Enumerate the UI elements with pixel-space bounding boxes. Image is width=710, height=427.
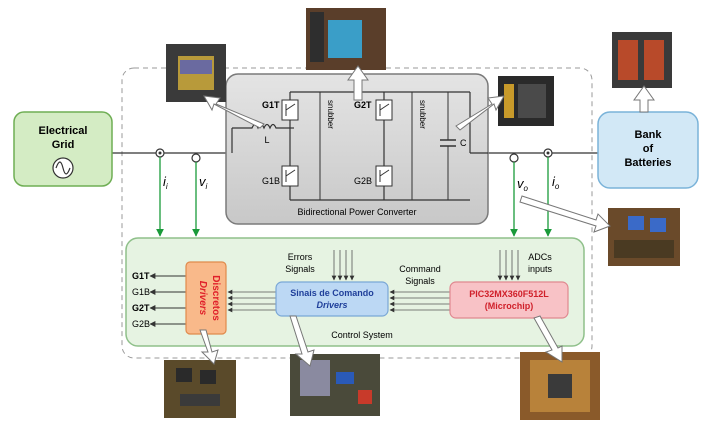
svg-text:io: io bbox=[552, 174, 560, 191]
sinais-label-1: Sinais de Comando bbox=[290, 288, 374, 298]
sensor-vo: vo bbox=[509, 153, 529, 237]
adcs-inputs-2: inputs bbox=[528, 264, 553, 274]
errors-signal-arrows bbox=[331, 250, 355, 281]
drivers-label-2: Discretos bbox=[210, 275, 221, 321]
sinais-label-2: Drivers bbox=[316, 300, 347, 310]
photo-transformer bbox=[166, 44, 226, 102]
gate-label-g2t: G2T bbox=[132, 303, 150, 313]
sinais-comando-box: Sinais de Comando Drivers bbox=[275, 281, 389, 317]
svg-text:ii: ii bbox=[163, 174, 168, 191]
photo-igbt-board bbox=[306, 8, 386, 70]
sensor-vi-sym: v bbox=[199, 174, 207, 189]
control-caption: Control System bbox=[331, 330, 393, 340]
svg-text:vo: vo bbox=[517, 176, 529, 193]
photo-batteries bbox=[612, 32, 672, 88]
battery-label-1: Bank bbox=[635, 129, 663, 141]
sensor-vo-sym: v bbox=[517, 176, 525, 191]
drivers-label-1: Drivers bbox=[197, 281, 208, 316]
battery-bank-block: Bank of Batteries bbox=[597, 111, 699, 189]
sine-wave-icon bbox=[55, 161, 71, 175]
gate-label-g1b: G1B bbox=[132, 287, 150, 297]
converter-caption: Bidirectional Power Converter bbox=[297, 207, 416, 217]
gate-label-list: G1T G1B G2T G2B bbox=[132, 271, 186, 329]
sensor-vo-sub: o bbox=[524, 184, 529, 193]
photo-sensor-board bbox=[608, 208, 680, 266]
battery-label-2: of bbox=[643, 143, 654, 155]
pic-label-2: (Microchip) bbox=[485, 301, 534, 311]
photo-capacitor-board bbox=[498, 76, 554, 126]
photo-pic-board bbox=[520, 352, 600, 420]
grid-label-2: Grid bbox=[52, 139, 75, 151]
drivers-discretos-box: Drivers Discretos bbox=[185, 261, 227, 335]
command-signals-1: Command bbox=[399, 264, 441, 274]
igbt-g2b bbox=[375, 165, 393, 187]
svg-text:vi: vi bbox=[199, 174, 208, 191]
switch-g2b-label: G2B bbox=[354, 176, 372, 186]
inductor-label: L bbox=[264, 135, 269, 145]
gate-label-g2b: G2B bbox=[132, 319, 150, 329]
sensor-io-sub: o bbox=[555, 182, 560, 191]
sensor-io: io bbox=[543, 148, 560, 237]
command-signals-2: Signals bbox=[405, 276, 435, 286]
sensor-ii-sub: i bbox=[166, 182, 168, 191]
pic-microcontroller-box: PIC32MX360F512L (Microchip) bbox=[449, 281, 569, 319]
switch-g1t-label: G1T bbox=[262, 100, 280, 110]
control-system-block: Control System G1T G1B G2T G2B Drivers D… bbox=[125, 237, 585, 347]
capacitor-label: C bbox=[460, 138, 467, 148]
igbt-g1t bbox=[281, 99, 299, 121]
adcs-inputs-1: ADCs bbox=[528, 252, 552, 262]
sensor-ii-sym: i bbox=[163, 174, 167, 189]
sensor-ii: ii bbox=[155, 148, 168, 237]
sensor-io-sym: i bbox=[552, 174, 556, 189]
adc-input-arrows bbox=[497, 250, 521, 281]
sensor-vi-sub: i bbox=[206, 182, 208, 191]
photo-pointer-arrows bbox=[199, 65, 655, 367]
photo-drivers-board bbox=[164, 360, 236, 418]
battery-label-3: Batteries bbox=[624, 157, 671, 169]
grid-label-1: Electrical bbox=[39, 125, 88, 137]
igbt-g2t bbox=[375, 99, 393, 121]
electrical-grid-block: Electrical Grid bbox=[13, 111, 113, 187]
errors-signals-1: Errors bbox=[288, 252, 313, 262]
command-arrows-right bbox=[389, 289, 450, 313]
capacitor-symbol bbox=[440, 92, 456, 200]
errors-signals-2: Signals bbox=[285, 264, 315, 274]
gate-label-g1t: G1T bbox=[132, 271, 150, 281]
igbt-g1b bbox=[281, 165, 299, 187]
command-arrows-left bbox=[227, 289, 276, 313]
snubber1-label: snubber bbox=[326, 100, 335, 129]
photo-command-board bbox=[290, 354, 380, 416]
switch-g2t-label: G2T bbox=[354, 100, 372, 110]
switch-g1b-label: G1B bbox=[262, 176, 280, 186]
snubber2-label: snubber bbox=[418, 100, 427, 129]
sensor-vi: vi bbox=[191, 153, 208, 237]
power-converter-block: L G1T G1B snubber bbox=[225, 73, 489, 225]
pic-label-1: PIC32MX360F512L bbox=[469, 289, 549, 299]
